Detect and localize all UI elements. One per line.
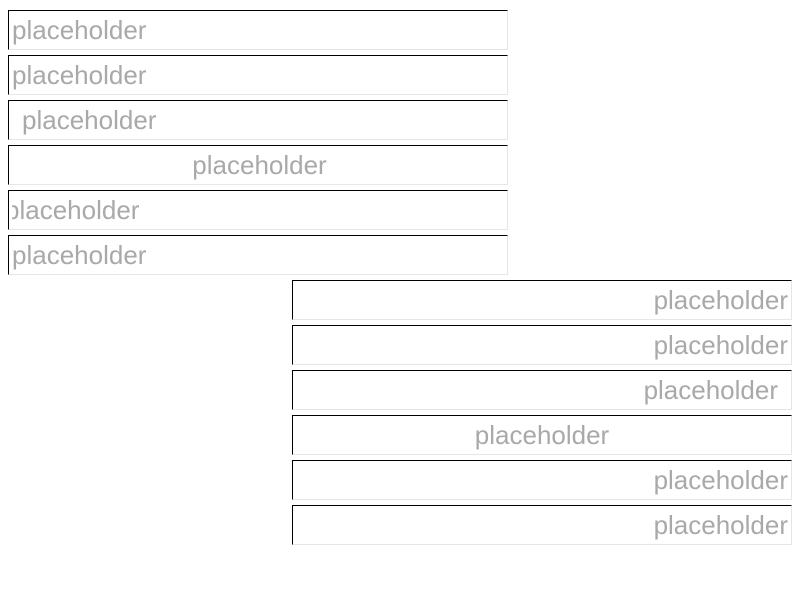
text-input-10[interactable] (292, 415, 792, 455)
text-input-8[interactable] (292, 325, 792, 365)
text-input-3[interactable] (8, 100, 508, 140)
text-input-6[interactable] (8, 235, 508, 275)
text-input-2[interactable] (8, 55, 508, 95)
text-input-1[interactable] (8, 10, 508, 50)
text-input-7[interactable] (292, 280, 792, 320)
text-input-9[interactable] (292, 370, 792, 410)
text-input-11[interactable] (292, 460, 792, 500)
text-input-12[interactable] (292, 505, 792, 545)
text-input-4[interactable] (8, 145, 508, 185)
text-input-5[interactable] (8, 190, 508, 230)
